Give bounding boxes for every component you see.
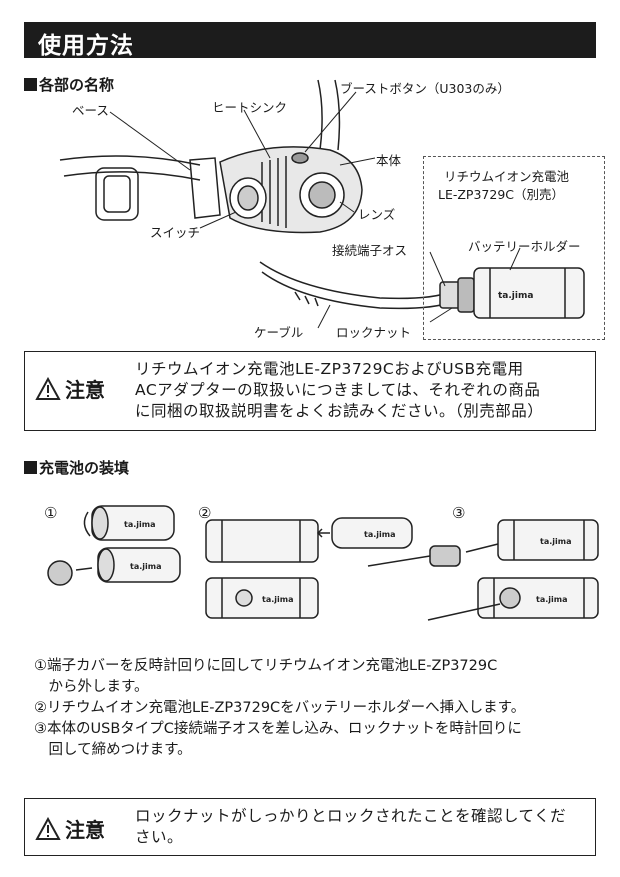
label-battery: リチウムイオン充電池 xyxy=(444,169,570,184)
step-marker-1: ① xyxy=(44,504,58,522)
label-lock-nut: ロックナット xyxy=(336,325,412,340)
step-line: から外します。 xyxy=(34,679,149,695)
caution-box-1: 注意 リチウムイオン充電池LE-ZP3729CおよびUSB充電用 ACアダプター… xyxy=(24,351,596,431)
section-heading-install: 充電池の装填 xyxy=(24,457,129,478)
label-cable: ケーブル xyxy=(254,325,304,340)
label-boost-button: ブーストボタン（U303のみ） xyxy=(340,81,510,96)
step-line: 回して締めつけます。 xyxy=(34,742,192,758)
label-switch: スイッチ xyxy=(150,225,201,240)
warning-icon xyxy=(35,376,61,400)
page-title: 使用方法 xyxy=(38,33,134,59)
heading-square-icon xyxy=(24,78,37,91)
caution-text: リチウムイオン充電池LE-ZP3729CおよびUSB充電用 ACアダプターの取扱… xyxy=(135,360,544,420)
caution-head: 注意 xyxy=(35,814,105,843)
label-battery-holder: バッテリーホルダー xyxy=(468,239,581,254)
page-title-bar: 使用方法 xyxy=(24,22,596,59)
caution-text: ロックナットがしっかりとロックされたことを確認してくだ さい。 xyxy=(135,807,567,846)
label-lens: レンズ xyxy=(358,207,396,222)
svg-text:ta.jima: ta.jima xyxy=(130,562,161,571)
svg-text:ta.jima: ta.jima xyxy=(536,595,567,604)
label-heatsink: ヒートシンク xyxy=(212,100,288,115)
label-base: ベース xyxy=(72,103,109,118)
holder-brand-mark: ta.jima xyxy=(498,291,533,301)
label-battery-model: LE-ZP3729C（別売） xyxy=(438,187,565,202)
svg-text:ta.jima: ta.jima xyxy=(262,595,293,604)
label-connector: 接続端子オス xyxy=(332,243,408,258)
install-steps: ①端子カバーを反時計回りに回してリチウムイオン充電池LE-ZP3729C から外… xyxy=(34,656,594,761)
label-body: 本体 xyxy=(376,153,402,168)
svg-text:ta.jima: ta.jima xyxy=(124,520,155,529)
battery-optional-box xyxy=(423,156,605,340)
svg-text:ta.jima: ta.jima xyxy=(364,530,395,539)
caution-word: 注意 xyxy=(65,378,105,402)
caution-word: 注意 xyxy=(65,818,105,842)
step-marker-2: ② xyxy=(198,504,212,522)
step-line: ③本体のUSBタイプC接続端子オスを差し込み、ロックナットを時計回りに xyxy=(34,721,522,737)
heading-square-icon xyxy=(24,461,37,474)
step-marker-3: ③ xyxy=(452,504,466,522)
warning-icon xyxy=(35,816,61,840)
caution-head: 注意 xyxy=(35,374,105,403)
step-line: ②リチウムイオン充電池LE-ZP3729Cをバッテリーホルダーへ挿入します。 xyxy=(34,700,526,716)
caution-box-2: 注意 ロックナットがしっかりとロックされたことを確認してくだ さい。 xyxy=(24,798,596,856)
svg-text:ta.jima: ta.jima xyxy=(540,537,571,546)
section-heading-parts: 各部の名称 xyxy=(24,74,114,95)
step-line: ①端子カバーを反時計回りに回してリチウムイオン充電池LE-ZP3729C xyxy=(34,658,498,674)
